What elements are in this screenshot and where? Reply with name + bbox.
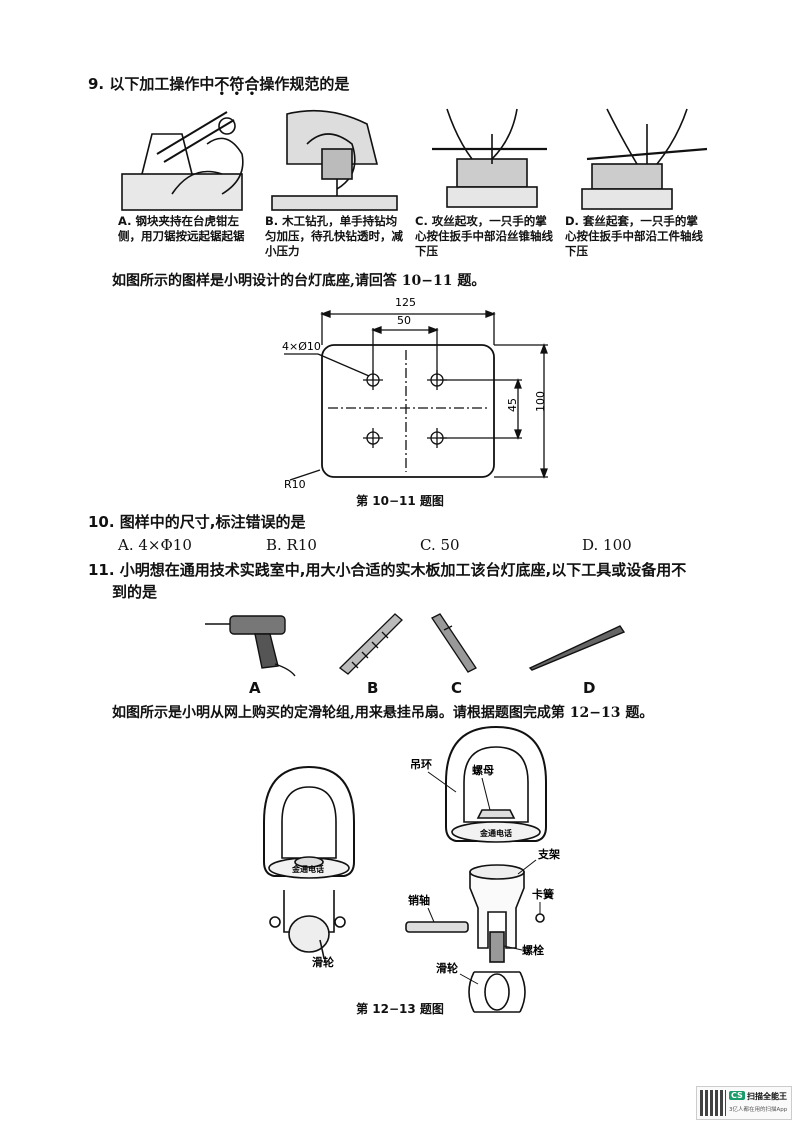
drawing-caption: 第 10−11 题图 xyxy=(356,494,444,508)
dim-hole-spacing-label: 50 xyxy=(397,314,411,327)
question-11-line2: 到的是 xyxy=(112,583,158,601)
file-tool-icon xyxy=(339,613,403,675)
dim-vertical-spacing-label: 45 xyxy=(506,398,519,412)
q9-illustrations xyxy=(121,108,708,211)
chisel-icon xyxy=(431,613,477,673)
label-ring: 吊环 xyxy=(410,758,432,771)
base-technical-drawing: 125 50 4×Ø10 45 100 R10 xyxy=(282,296,548,491)
scriber-icon xyxy=(528,625,626,671)
qr-code-icon xyxy=(700,1090,726,1116)
electric-drill-icon xyxy=(205,615,296,677)
tool-label-b: B xyxy=(367,679,379,697)
scanner-watermark: CS 扫描全能王 3亿人都在用的扫描App xyxy=(696,1086,792,1120)
q10-option-c: C. 50 xyxy=(420,536,460,554)
label-clip: 卡簧 xyxy=(532,887,554,901)
panel-d-caption: D. 套丝起套，一只手的掌心按住扳手中部沿工件轴线下压 xyxy=(565,214,703,258)
label-wheel-left: 滑轮 xyxy=(312,955,334,969)
panel-b-caption: B. 木工钻孔，单手持钻均匀加压，待孔快钻透时，减小压力 xyxy=(265,214,403,258)
emphasis-char: 不 xyxy=(214,75,229,93)
panel-c-tap-illustration xyxy=(432,108,547,208)
q10-option-a: A. 4×Φ10 xyxy=(118,536,192,554)
emphasis-char: 符 xyxy=(229,75,244,93)
panel-a-hacksaw-illustration xyxy=(121,111,244,211)
label-bolt: 螺栓 xyxy=(522,943,544,957)
question-9: 9. 以下加工操作中不符合操作规范的是 xyxy=(88,74,349,94)
cs-logo-icon: CS xyxy=(729,1091,745,1100)
brand-mark-left: 金通电话 xyxy=(291,864,324,874)
dim-height-label: 100 xyxy=(534,391,547,412)
brand-mark-right: 金通电话 xyxy=(479,828,512,838)
pulley-illustration: 吊环 螺母 支架 销轴 卡簧 螺栓 滑轮 滑轮 金通电话 金通电话 xyxy=(263,725,560,1013)
plate-outline xyxy=(321,344,495,478)
intro-12-13: 如图所示是小明从网上购买的定滑轮组,用来悬挂吊扇。请根据题图完成第 12−13 … xyxy=(112,705,654,721)
intro-10-11: 如图所示的图样是小明设计的台灯底座,请回答 10−11 题。 xyxy=(112,273,486,289)
panel-c-caption: C. 攻丝起攻，一只手的掌心按住扳手中部沿丝锥轴线下压 xyxy=(415,214,553,258)
question-11-line1: 11. 小明想在通用技术实践室中,用大小合适的实木板加工该台灯底座,以下工具或设… xyxy=(88,561,687,579)
tool-label-a: A xyxy=(249,679,261,697)
watermark-subtitle: 3亿人都在用的扫描App xyxy=(729,1107,788,1113)
dim-width-label: 125 xyxy=(395,296,416,309)
label-pin: 销轴 xyxy=(408,893,430,907)
watermark-title: 扫描全能王 xyxy=(747,1092,787,1101)
q9-prefix: 9. 以下加工操作中 xyxy=(88,75,215,93)
panel-b-drill-illustration xyxy=(271,109,398,211)
label-bracket: 支架 xyxy=(537,847,560,861)
q10-option-b: B. R10 xyxy=(266,536,317,554)
panel-a-caption: A. 钢块夹持在台虎钳左侧，用刀锯按远起锯起锯 xyxy=(118,214,245,243)
q11-tools-illustration xyxy=(205,613,626,677)
tool-label-c: C xyxy=(451,679,463,697)
emphasis-char: 合 xyxy=(244,75,259,93)
label-nut: 螺母 xyxy=(472,763,494,777)
q9-suffix: 操作规范的是 xyxy=(259,75,350,93)
panel-d-die-illustration xyxy=(581,108,708,210)
pulley-caption: 第 12−13 题图 xyxy=(356,1002,444,1016)
question-10: 10. 图样中的尺寸,标注错误的是 xyxy=(88,513,306,531)
tool-label-d: D xyxy=(583,679,596,697)
assembled-pulley-drawing xyxy=(263,765,355,959)
exploded-pulley-drawing xyxy=(405,725,547,1013)
label-wheel-right: 滑轮 xyxy=(436,961,458,975)
q10-option-d: D. 100 xyxy=(582,536,632,554)
hole-size-label: 4×Ø10 xyxy=(282,340,321,353)
radius-label: R10 xyxy=(284,478,306,491)
